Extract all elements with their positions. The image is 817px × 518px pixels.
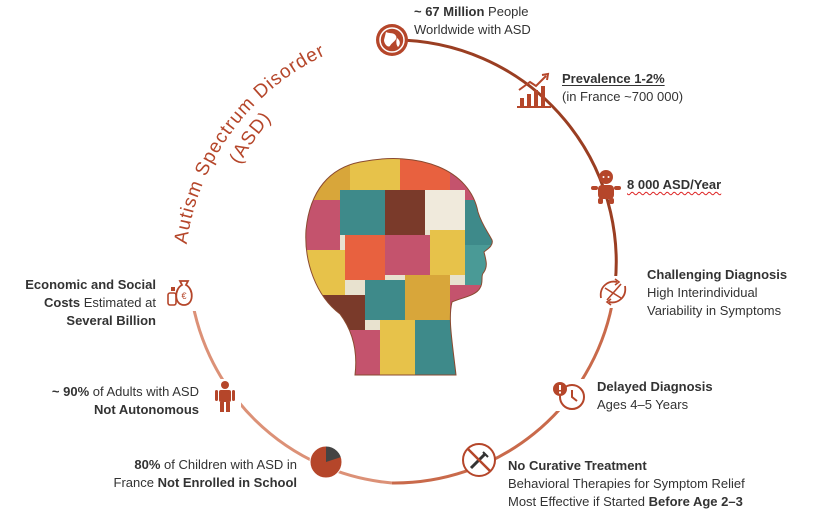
item-2-bold: 8 000 ASD/Year: [627, 177, 722, 192]
diagram-title: Autism Spectrum Disorder (ASD): [171, 40, 328, 245]
money-bags-icon: €: [164, 275, 200, 311]
item-6-l2-pre: France: [113, 475, 158, 490]
item-children-not-enrolled: 80% of Children with ASD in France Not E…: [114, 456, 297, 492]
item-delayed-diagnosis: Delayed Diagnosis Ages 4–5 Years: [597, 378, 713, 414]
item-asd-per-year: 8 000 ASD/Year: [627, 176, 721, 194]
item-0-rest: People: [484, 4, 529, 19]
item-8-l2-rest: Estimated at: [80, 295, 156, 310]
item-challenging-diagnosis: Challenging Diagnosis High Interindividu…: [647, 266, 787, 320]
item-prevalence: Prevalence 1-2% (in France ~700 000): [562, 70, 683, 106]
cycle-ring: [188, 38, 618, 485]
complexity-arrows-icon: [597, 276, 629, 308]
item-8-l2-bold: Costs: [44, 295, 81, 310]
item-6-l1-rest: of Children with ASD in: [160, 457, 297, 472]
item-6-l1-bold: 80%: [134, 457, 161, 472]
item-3-bold: Challenging Diagnosis: [647, 267, 788, 282]
item-5-line3-pre: Most Effective if Started: [508, 494, 649, 509]
item-5-line2: Behavioral Therapies for Symptom Relief: [508, 476, 745, 491]
item-4-bold: Delayed Diagnosis: [597, 379, 713, 394]
no-medicine-icon: [462, 443, 496, 477]
item-0-line2: Worldwide with ASD: [414, 22, 531, 37]
item-1-bold: Prevalence 1-2%: [562, 71, 665, 86]
item-8-l1-bold: Economic and Social: [25, 277, 156, 292]
item-3-line3: Variability in Symptoms: [647, 303, 782, 318]
delayed-clock-icon: [548, 379, 588, 411]
item-8-l3-bold: Several Billion: [66, 313, 156, 328]
item-7-l1-rest: of Adults with ASD: [89, 384, 199, 399]
globe-icon: [376, 24, 408, 56]
item-6-l2-bold: Not Enrolled in School: [157, 475, 297, 490]
item-economic-costs: Economic and Social Costs Estimated at S…: [25, 276, 156, 330]
item-3-line2: High Interindividual: [647, 285, 758, 300]
item-4-line2: Ages 4–5 Years: [597, 397, 689, 412]
person-icon: [209, 379, 241, 412]
item-7-l1-bold: ~ 90%: [51, 384, 90, 399]
item-people-worldwide: ~ 67 Million People Worldwide with ASD: [414, 3, 531, 39]
item-no-curative-treatment: No Curative Treatment Behavioral Therapi…: [508, 457, 745, 511]
baby-icon: [591, 170, 621, 204]
item-7-l2-bold: Not Autonomous: [94, 402, 199, 417]
svg-text:€: €: [181, 291, 186, 301]
item-5-bold: No Curative Treatment: [508, 458, 647, 473]
item-5-line3-bold: Before Age 2–3: [648, 494, 743, 509]
pie-chart-icon: [309, 445, 343, 479]
puzzle-head-illustration: [305, 158, 493, 376]
item-0-bold: ~ 67 Million: [414, 4, 485, 19]
item-1-line2: (in France ~700 000): [562, 89, 684, 104]
item-adults-not-autonomous: ~ 90% of Adults with ASD Not Autonomous: [52, 383, 199, 419]
growth-chart-icon: [517, 72, 551, 108]
